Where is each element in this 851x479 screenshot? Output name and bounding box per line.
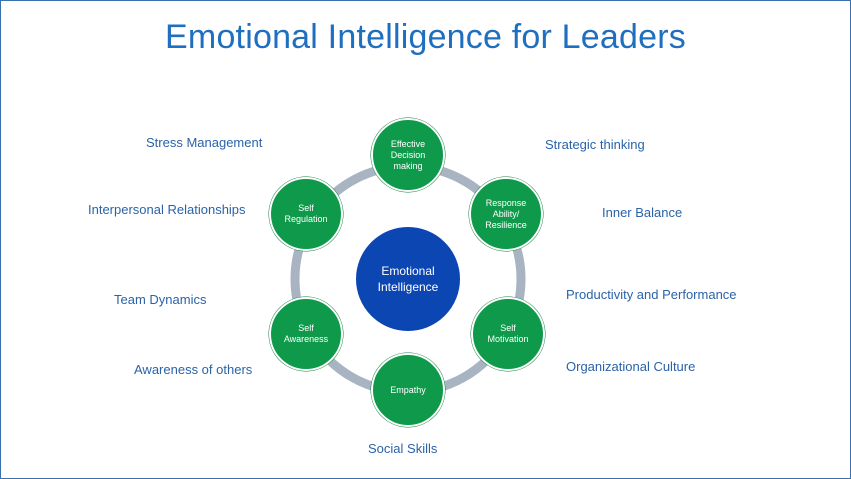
node-label: Empathy bbox=[390, 384, 426, 395]
label-productivity-and-performance: Productivity and Performance bbox=[566, 287, 737, 302]
node-label: Effective Decision making bbox=[390, 138, 426, 171]
node-self-regulation: Self Regulation bbox=[269, 177, 343, 251]
node-self-motivation: Self Motivation bbox=[471, 297, 545, 371]
slide-title: Emotional Intelligence for Leaders bbox=[165, 18, 686, 56]
node-label: Self Regulation bbox=[284, 203, 328, 224]
label-team-dynamics: Team Dynamics bbox=[114, 292, 207, 307]
label-stress-management: Stress Management bbox=[146, 135, 263, 150]
label-awareness-of-others: Awareness of others bbox=[134, 362, 253, 377]
node-empathy: Empathy bbox=[371, 353, 445, 427]
label-strategic-thinking: Strategic thinking bbox=[545, 137, 645, 152]
center-node-label: Emotional Intelligence bbox=[377, 264, 439, 294]
node-label: Self Awareness bbox=[283, 323, 329, 344]
node-self-awareness: Self Awareness bbox=[269, 297, 343, 371]
center-node-emotional-intelligence: Emotional Intelligence bbox=[354, 225, 462, 333]
node-label: Response Ability/ Resilience bbox=[485, 197, 527, 230]
node-effective-decision-making: Effective Decision making bbox=[371, 118, 445, 192]
label-organizational-culture: Organizational Culture bbox=[566, 359, 696, 374]
node-label: Self Motivation bbox=[487, 323, 529, 344]
label-social-skills: Social Skills bbox=[368, 441, 438, 456]
label-inner-balance: Inner Balance bbox=[602, 205, 683, 220]
label-interpersonal-relationships: Interpersonal Relationships bbox=[88, 202, 246, 217]
node-response-ability-resilience: Response Ability/ Resilience bbox=[469, 177, 543, 251]
